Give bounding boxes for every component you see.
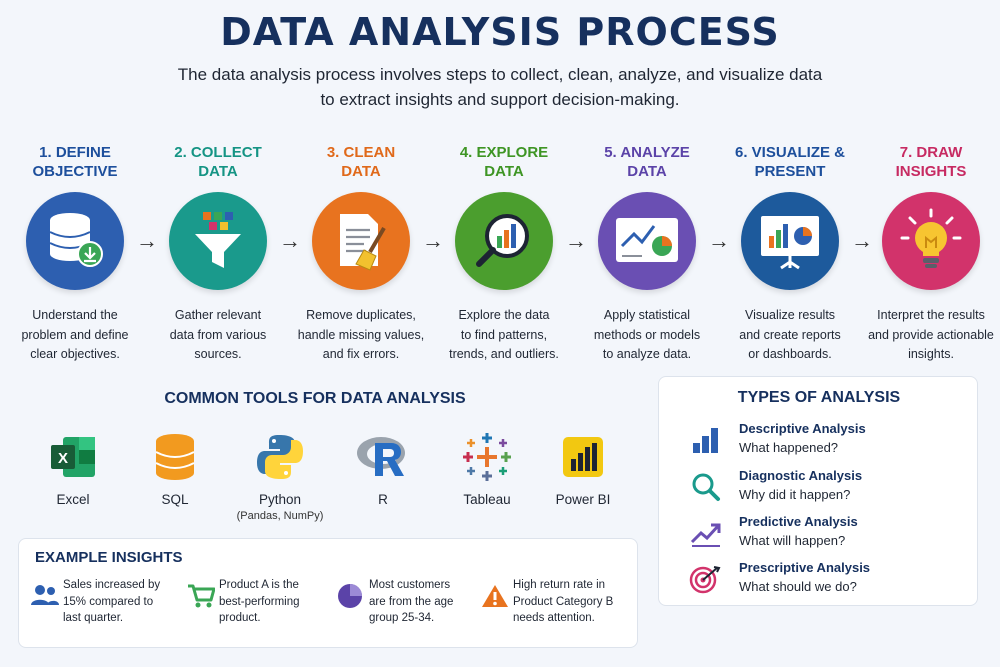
step-description: Remove duplicates,handle missing values,… bbox=[297, 308, 425, 361]
presentation-board-icon bbox=[761, 216, 819, 270]
bar-chart-icon bbox=[693, 428, 718, 453]
pie-chart-icon bbox=[338, 584, 362, 608]
tool-r: R bbox=[328, 430, 438, 507]
step-circle bbox=[169, 192, 267, 290]
step-circle bbox=[312, 192, 410, 290]
arrow-icon: → bbox=[279, 228, 301, 253]
arrow-icon: → bbox=[136, 228, 158, 253]
tool-tableau: Tableau bbox=[432, 430, 542, 507]
types-of-analysis-panel: TYPES OF ANALYSIS Descriptive Analysis W… bbox=[658, 376, 978, 606]
users-icon bbox=[31, 585, 59, 605]
step-circle bbox=[741, 192, 839, 290]
sql-database-icon bbox=[155, 434, 195, 480]
warning-icon bbox=[482, 585, 508, 607]
svg-text:X: X bbox=[58, 450, 68, 467]
powerbi-icon bbox=[563, 437, 603, 477]
step-circle bbox=[26, 192, 124, 290]
funnel-icon bbox=[195, 212, 241, 268]
arrow-icon: → bbox=[708, 228, 730, 253]
target-icon bbox=[689, 566, 721, 594]
tool-python: Python (Pandas, NumPy) bbox=[225, 430, 335, 522]
step-circle bbox=[598, 192, 696, 290]
tool-sql: SQL bbox=[120, 430, 230, 507]
tableau-icon bbox=[463, 433, 511, 481]
arrow-icon: → bbox=[422, 228, 444, 253]
arrow-icon: → bbox=[565, 228, 587, 253]
document-broom-icon bbox=[340, 214, 386, 271]
types-title: TYPES OF ANALYSIS bbox=[737, 389, 901, 406]
arrow-icon: → bbox=[851, 228, 873, 253]
tool-excel: X Excel bbox=[18, 430, 128, 507]
lightbulb-icon bbox=[900, 208, 962, 268]
step-circle bbox=[455, 192, 553, 290]
step-title: 6. VISUALIZE &PRESENT bbox=[734, 144, 846, 180]
step-circle bbox=[882, 192, 980, 290]
cart-icon bbox=[188, 584, 216, 608]
analytics-screen-icon bbox=[616, 218, 678, 262]
analysis-type-prescriptive: Prescriptive Analysis What should we do? bbox=[689, 558, 969, 599]
trend-up-icon bbox=[690, 523, 721, 547]
database-download-icon bbox=[49, 213, 103, 267]
insights-title: EXAMPLE INSIGHTS bbox=[35, 549, 183, 566]
python-icon bbox=[257, 435, 303, 479]
page-subtitle: The data analysis process involves steps… bbox=[177, 65, 823, 109]
search-icon bbox=[692, 473, 720, 501]
tool-powerbi: Power BI bbox=[528, 430, 638, 507]
magnifier-chart-icon bbox=[476, 214, 529, 267]
analysis-type-descriptive: Descriptive Analysis What happened? bbox=[689, 419, 969, 460]
page-title: DATA ANALYSIS PROCESS bbox=[220, 10, 780, 54]
analysis-type-diagnostic: Diagnostic Analysis Why did it happen? bbox=[689, 466, 969, 507]
excel-icon: X bbox=[51, 437, 95, 477]
r-logo-icon bbox=[357, 437, 405, 476]
tools-title: COMMON TOOLS FOR DATA ANALYSIS bbox=[164, 390, 466, 407]
analysis-type-predictive: Predictive Analysis What will happen? bbox=[689, 512, 969, 553]
